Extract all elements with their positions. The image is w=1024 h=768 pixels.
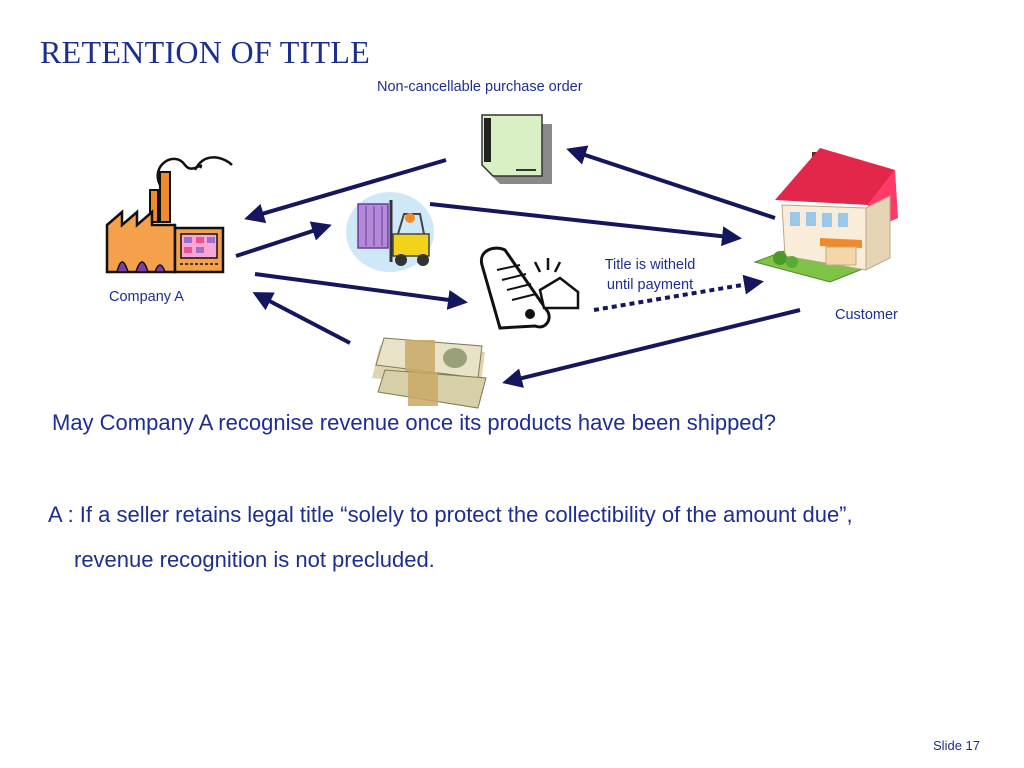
- question-text: May Company A recognise revenue once its…: [52, 410, 777, 435]
- arrow-company-to-goods: [235, 221, 332, 258]
- answer-line-1: A : If a seller retains legal title “sol…: [48, 502, 853, 527]
- money-stack-icon: [372, 337, 487, 409]
- customer-label: Customer: [835, 307, 898, 323]
- title-deed-icon: [479, 246, 580, 330]
- factory-icon: [105, 156, 233, 274]
- slide-number: Slide 17: [933, 738, 980, 753]
- house-icon: [753, 148, 898, 283]
- answer-text: A : If a seller retains legal title “sol…: [48, 492, 1008, 582]
- answer-line-2: revenue recognition is not precluded.: [74, 547, 435, 572]
- arrow-company-to-title: [254, 272, 468, 310]
- arrow-po-to-company: [244, 158, 447, 224]
- dotted-arrow-title-to-customer: [593, 274, 764, 312]
- purchase-order-label: Non-cancellable purchase order: [377, 79, 583, 95]
- title-note-line-2: until payment: [606, 277, 694, 293]
- arrow-goods-to-customer: [429, 202, 742, 247]
- title-withheld-note: Title is witheld until payment: [580, 255, 720, 295]
- flow-diagram: [105, 114, 898, 409]
- arrow-customer-to-po: [566, 145, 776, 220]
- slide-title: RETENTION OF TITLE: [40, 34, 371, 70]
- company-a-label: Company A: [109, 289, 184, 305]
- arrow-customer-to-money: [502, 308, 801, 388]
- purchase-order-document-icon: [481, 114, 552, 184]
- title-note-line-1: Title is witheld: [604, 257, 696, 273]
- forklift-goods-icon: [346, 192, 434, 272]
- arrow-money-to-company: [252, 292, 351, 345]
